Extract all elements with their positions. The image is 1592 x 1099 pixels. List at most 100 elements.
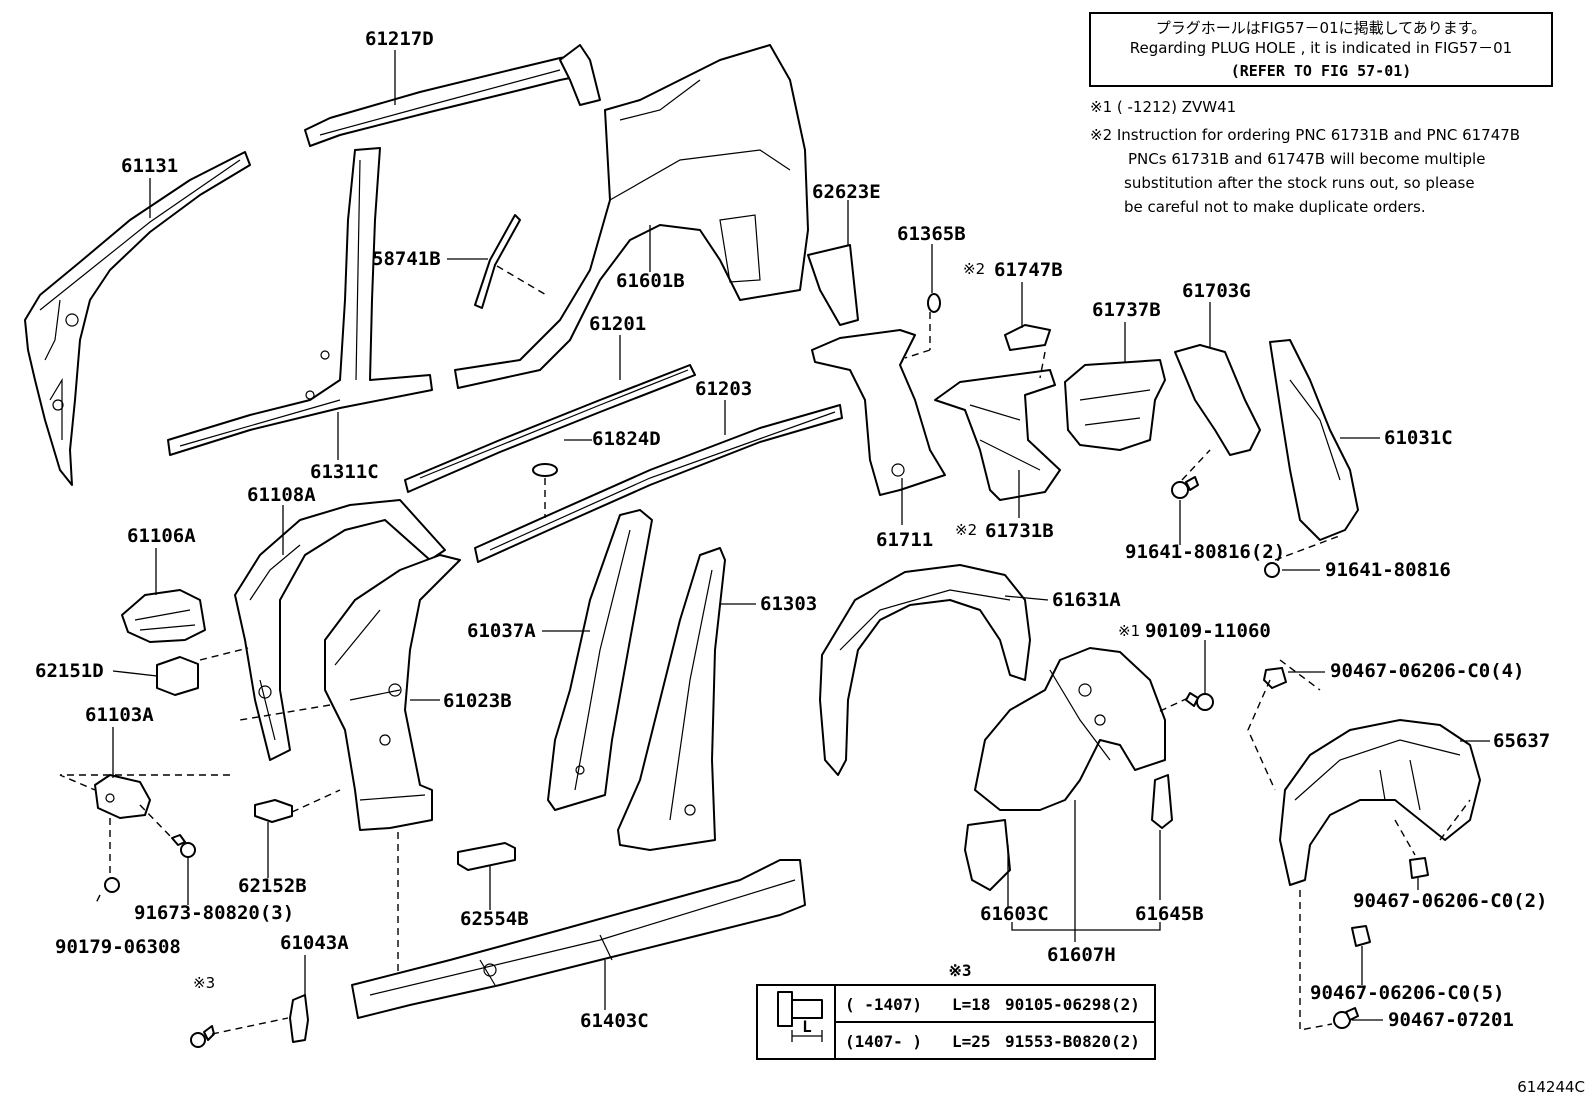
bolt-row-2-part: 91553-B0820(2) [1005,1032,1140,1051]
label-91673-80820-3: 91673-80820(3) [134,902,294,924]
part-61365B-grommet [927,293,941,313]
label-61747B: 61747B [994,259,1063,281]
bolt-91641-80816-2 [1171,476,1199,499]
part-61043A [289,994,309,1043]
part-61711 [811,329,946,496]
bolt-91673 [171,834,196,858]
bolt-table: ※3 L ( -1407) L=18 90105-06298(2) (1407-… [756,961,1156,1060]
label-90467-06206-C0-2: 90467-06206-C0(2) [1353,890,1547,912]
label-62152B: 62152B [238,875,307,897]
bolt-row-1-length: L=18 [952,995,991,1014]
marker-61731B: ※2 [955,521,977,539]
bolt-91641-80816 [1264,562,1280,578]
label-61711: 61711 [876,529,933,551]
label-61131: 61131 [121,155,178,177]
note-2-line-3: substitution after the stock runs out, s… [1124,174,1475,192]
label-61607H: 61607H [1047,944,1116,966]
label-61703G: 61703G [1182,280,1251,302]
leader-lines [112,50,1490,1021]
label-61365B: 61365B [897,223,966,245]
part-61737B [1064,359,1166,451]
part-61037A-center-pillar [547,509,653,811]
note-2-line-4: be careful not to make duplicate orders. [1124,198,1426,216]
part-61131-front-pillar [24,151,251,486]
label-62151D: 62151D [35,660,104,682]
figure-number: 614244C [1517,1078,1585,1096]
label-58741B: 58741B [372,248,441,270]
part-61031C [1269,339,1359,541]
label-61106A: 61106A [127,525,196,547]
part-61403C-rocker [351,859,806,1019]
label-61403C: 61403C [580,1010,649,1032]
label-61023B: 61023B [443,690,512,712]
bolt-icon: L [777,991,823,1042]
label-61737B: 61737B [1092,299,1161,321]
label-91641-80816: 91641-80816 [1325,559,1451,581]
note-box-line-1: プラグホールはFIG57－01に掲載してあります。 [1156,19,1486,37]
nut-90467-4 [1263,667,1287,689]
label-61645B: 61645B [1135,903,1204,925]
part-62554B-block [457,842,516,871]
label-91641-80816-2: 91641-80816(2) [1125,541,1285,563]
part-61108A-pillar-inner [234,499,446,761]
part-61603C [964,819,1011,891]
part-61747B [1004,324,1051,351]
bolt-row-1-part: 90105-06298(2) [1005,995,1140,1014]
label-62554B: 62554B [460,908,529,930]
bolt-table-title: ※3 [948,961,971,980]
bolt-row-2-range: (1407- ) [845,1032,922,1051]
part-61311C-side-outer [167,147,433,456]
bolt-90467-07201 [1333,1007,1359,1029]
nut-90179 [104,877,120,893]
label-61303: 61303 [760,593,817,615]
part-61601B-quarter-panel [454,44,809,389]
note-box-line-2: Regarding PLUG HOLE , it is indicated in… [1130,39,1512,57]
part-labels: 61217D 61131 58741B 61601B 62623E 61365B… [35,28,1585,1096]
part-65637-liner [1279,719,1481,886]
label-90109-11060: 90109-11060 [1145,620,1271,642]
part-61203-rail [474,404,843,563]
label-61311C: 61311C [310,461,379,483]
marker-90109: ※1 [1118,622,1140,640]
marker-x3: ※3 [193,974,215,992]
note-box: プラグホールはFIG57－01に掲載してあります。 Regarding PLUG… [1089,12,1553,87]
part-61303-pillar [617,547,726,851]
part-61631A-liner [819,564,1031,776]
note-2-line-2: PNCs 61731B and 61747B will become multi… [1128,150,1485,168]
nut-90467-2 [1409,857,1429,879]
label-61043A: 61043A [280,932,349,954]
part-61703G [1174,344,1261,456]
label-61631A: 61631A [1052,589,1121,611]
bolt-row-1-range: ( -1407) [845,995,922,1014]
label-61031C: 61031C [1384,427,1453,449]
label-65637: 65637 [1493,730,1550,752]
dashed-lines [59,265,1471,1035]
bolt-90109-11060 [1185,692,1214,711]
part-61106A-bracket [121,589,206,643]
label-61217D: 61217D [365,28,434,50]
label-62623E: 62623E [812,181,881,203]
label-90467-06206-C0-4: 90467-06206-C0(4) [1330,660,1524,682]
label-90467-06206-C0-5: 90467-06206-C0(5) [1310,982,1504,1004]
note-1: ※1 ( -1212) ZVW41 [1090,98,1236,116]
note-box-line-3: (REFER TO FIG 57-01) [1231,62,1412,80]
label-90179-06308: 90179-06308 [55,936,181,958]
bolt-row-2-length: L=25 [952,1032,991,1051]
part-62152B-block [254,799,293,823]
label-90467-07201: 90467-07201 [1388,1009,1514,1031]
label-61103A: 61103A [85,704,154,726]
part-61103A-hinge [94,774,151,819]
part-62623E [807,244,859,326]
label-61201: 61201 [589,313,646,335]
part-61731B [934,369,1061,501]
label-61601B: 61601B [616,270,685,292]
part-61023B-reinforcement [324,554,461,831]
bolt-x3 [190,1025,215,1048]
part-62151D-block [156,656,199,696]
label-61731B: 61731B [985,520,1054,542]
part-61607H-wheelhouse [974,647,1166,811]
note-2-line-1: ※2 Instruction for ordering PNC 61731B a… [1090,126,1520,144]
label-61108A: 61108A [247,484,316,506]
part-61201-rail [404,364,696,493]
